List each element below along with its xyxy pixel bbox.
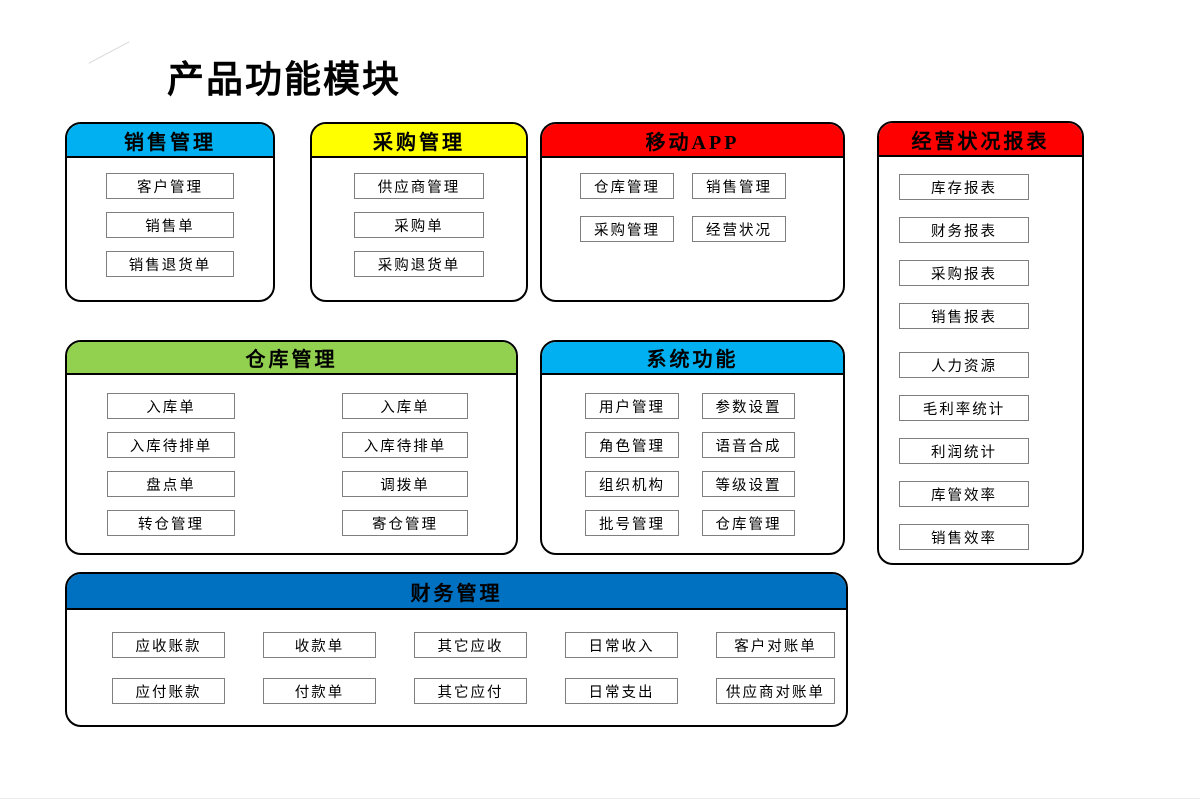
module-item: 其它应付 <box>414 678 527 704</box>
page-title: 产品功能模块 <box>167 59 401 101</box>
module-item: 批号管理 <box>585 510 679 536</box>
panel-purchase-management: 采购管理 供应商管理 采购单 采购退货单 <box>310 122 528 302</box>
module-item: 采购管理 <box>580 216 674 242</box>
panel-system-functions: 系统功能 用户管理 参数设置 角色管理 语音合成 组织机构 等级设置 批号管理 … <box>540 340 845 555</box>
module-item: 应付账款 <box>112 678 225 704</box>
panel-system-header: 系统功能 <box>542 342 843 375</box>
panel-finance-header: 财务管理 <box>67 574 846 610</box>
module-item: 用户管理 <box>585 393 679 419</box>
module-item: 转仓管理 <box>107 510 235 536</box>
page-bottom-divider <box>0 798 1200 799</box>
module-item: 寄仓管理 <box>342 510 468 536</box>
module-item: 日常收入 <box>565 632 678 658</box>
panel-sales-management: 销售管理 客户管理 销售单 销售退货单 <box>65 122 275 302</box>
module-item: 等级设置 <box>702 471 795 497</box>
panel-mobile-app: 移动APP 仓库管理 销售管理 采购管理 经营状况 <box>540 122 845 302</box>
panel-sales-header: 销售管理 <box>67 124 273 158</box>
module-item: 毛利率统计 <box>899 395 1029 421</box>
module-item: 客户对账单 <box>716 632 835 658</box>
module-item: 客户管理 <box>106 173 234 199</box>
module-item: 其它应收 <box>414 632 527 658</box>
module-item: 盘点单 <box>107 471 235 497</box>
module-item: 日常支出 <box>565 678 678 704</box>
module-item: 入库待排单 <box>107 432 235 458</box>
panel-warehouse-body: 入库单 入库单 入库待排单 入库待排单 盘点单 调拨单 转仓管理 寄仓管理 <box>67 375 516 536</box>
module-item: 销售报表 <box>899 303 1029 329</box>
panel-business-status-reports: 经营状况报表 库存报表 财务报表 采购报表 销售报表 人力资源 毛利率统计 利润… <box>877 121 1084 565</box>
module-item: 应收账款 <box>112 632 225 658</box>
panel-finance-body: 应收账款 收款单 其它应收 日常收入 客户对账单 应付账款 付款单 其它应付 日… <box>67 610 846 704</box>
panel-warehouse-management: 仓库管理 入库单 入库单 入库待排单 入库待排单 盘点单 调拨单 转仓管理 寄仓… <box>65 340 518 555</box>
module-item: 收款单 <box>263 632 376 658</box>
module-item: 利润统计 <box>899 438 1029 464</box>
module-item: 调拨单 <box>342 471 468 497</box>
module-item: 财务报表 <box>899 217 1029 243</box>
module-item: 仓库管理 <box>702 510 795 536</box>
module-item: 组织机构 <box>585 471 679 497</box>
panel-reports-body: 库存报表 财务报表 采购报表 销售报表 人力资源 毛利率统计 利润统计 库管效率… <box>879 157 1082 550</box>
panel-mobile-header: 移动APP <box>542 124 843 158</box>
panel-mobile-body: 仓库管理 销售管理 采购管理 经营状况 <box>542 158 843 242</box>
panel-finance-management: 财务管理 应收账款 收款单 其它应收 日常收入 客户对账单 应付账款 付款单 其… <box>65 572 848 727</box>
module-item: 语音合成 <box>702 432 795 458</box>
module-item: 采购退货单 <box>354 251 484 277</box>
panel-sales-body: 客户管理 销售单 销售退货单 <box>67 158 273 277</box>
module-item: 销售单 <box>106 212 234 238</box>
module-item: 付款单 <box>263 678 376 704</box>
module-item: 供应商对账单 <box>716 678 835 704</box>
module-item: 入库单 <box>107 393 235 419</box>
module-item: 参数设置 <box>702 393 795 419</box>
module-item: 销售效率 <box>899 524 1029 550</box>
module-item: 采购报表 <box>899 260 1029 286</box>
panel-warehouse-header: 仓库管理 <box>67 342 516 375</box>
module-item: 人力资源 <box>899 352 1029 378</box>
scan-smudge-artifact <box>88 41 130 64</box>
module-item: 入库待排单 <box>342 432 468 458</box>
module-item: 角色管理 <box>585 432 679 458</box>
module-item: 经营状况 <box>692 216 786 242</box>
module-item: 供应商管理 <box>354 173 484 199</box>
panel-reports-header: 经营状况报表 <box>879 123 1082 157</box>
module-item: 仓库管理 <box>580 173 674 199</box>
module-item: 销售管理 <box>692 173 786 199</box>
module-item: 库存报表 <box>899 174 1029 200</box>
panel-purchase-header: 采购管理 <box>312 124 526 158</box>
module-item: 入库单 <box>342 393 468 419</box>
panel-system-body: 用户管理 参数设置 角色管理 语音合成 组织机构 等级设置 批号管理 仓库管理 <box>542 375 843 536</box>
module-item: 销售退货单 <box>106 251 234 277</box>
module-item: 采购单 <box>354 212 484 238</box>
panel-purchase-body: 供应商管理 采购单 采购退货单 <box>312 158 526 277</box>
module-item: 库管效率 <box>899 481 1029 507</box>
